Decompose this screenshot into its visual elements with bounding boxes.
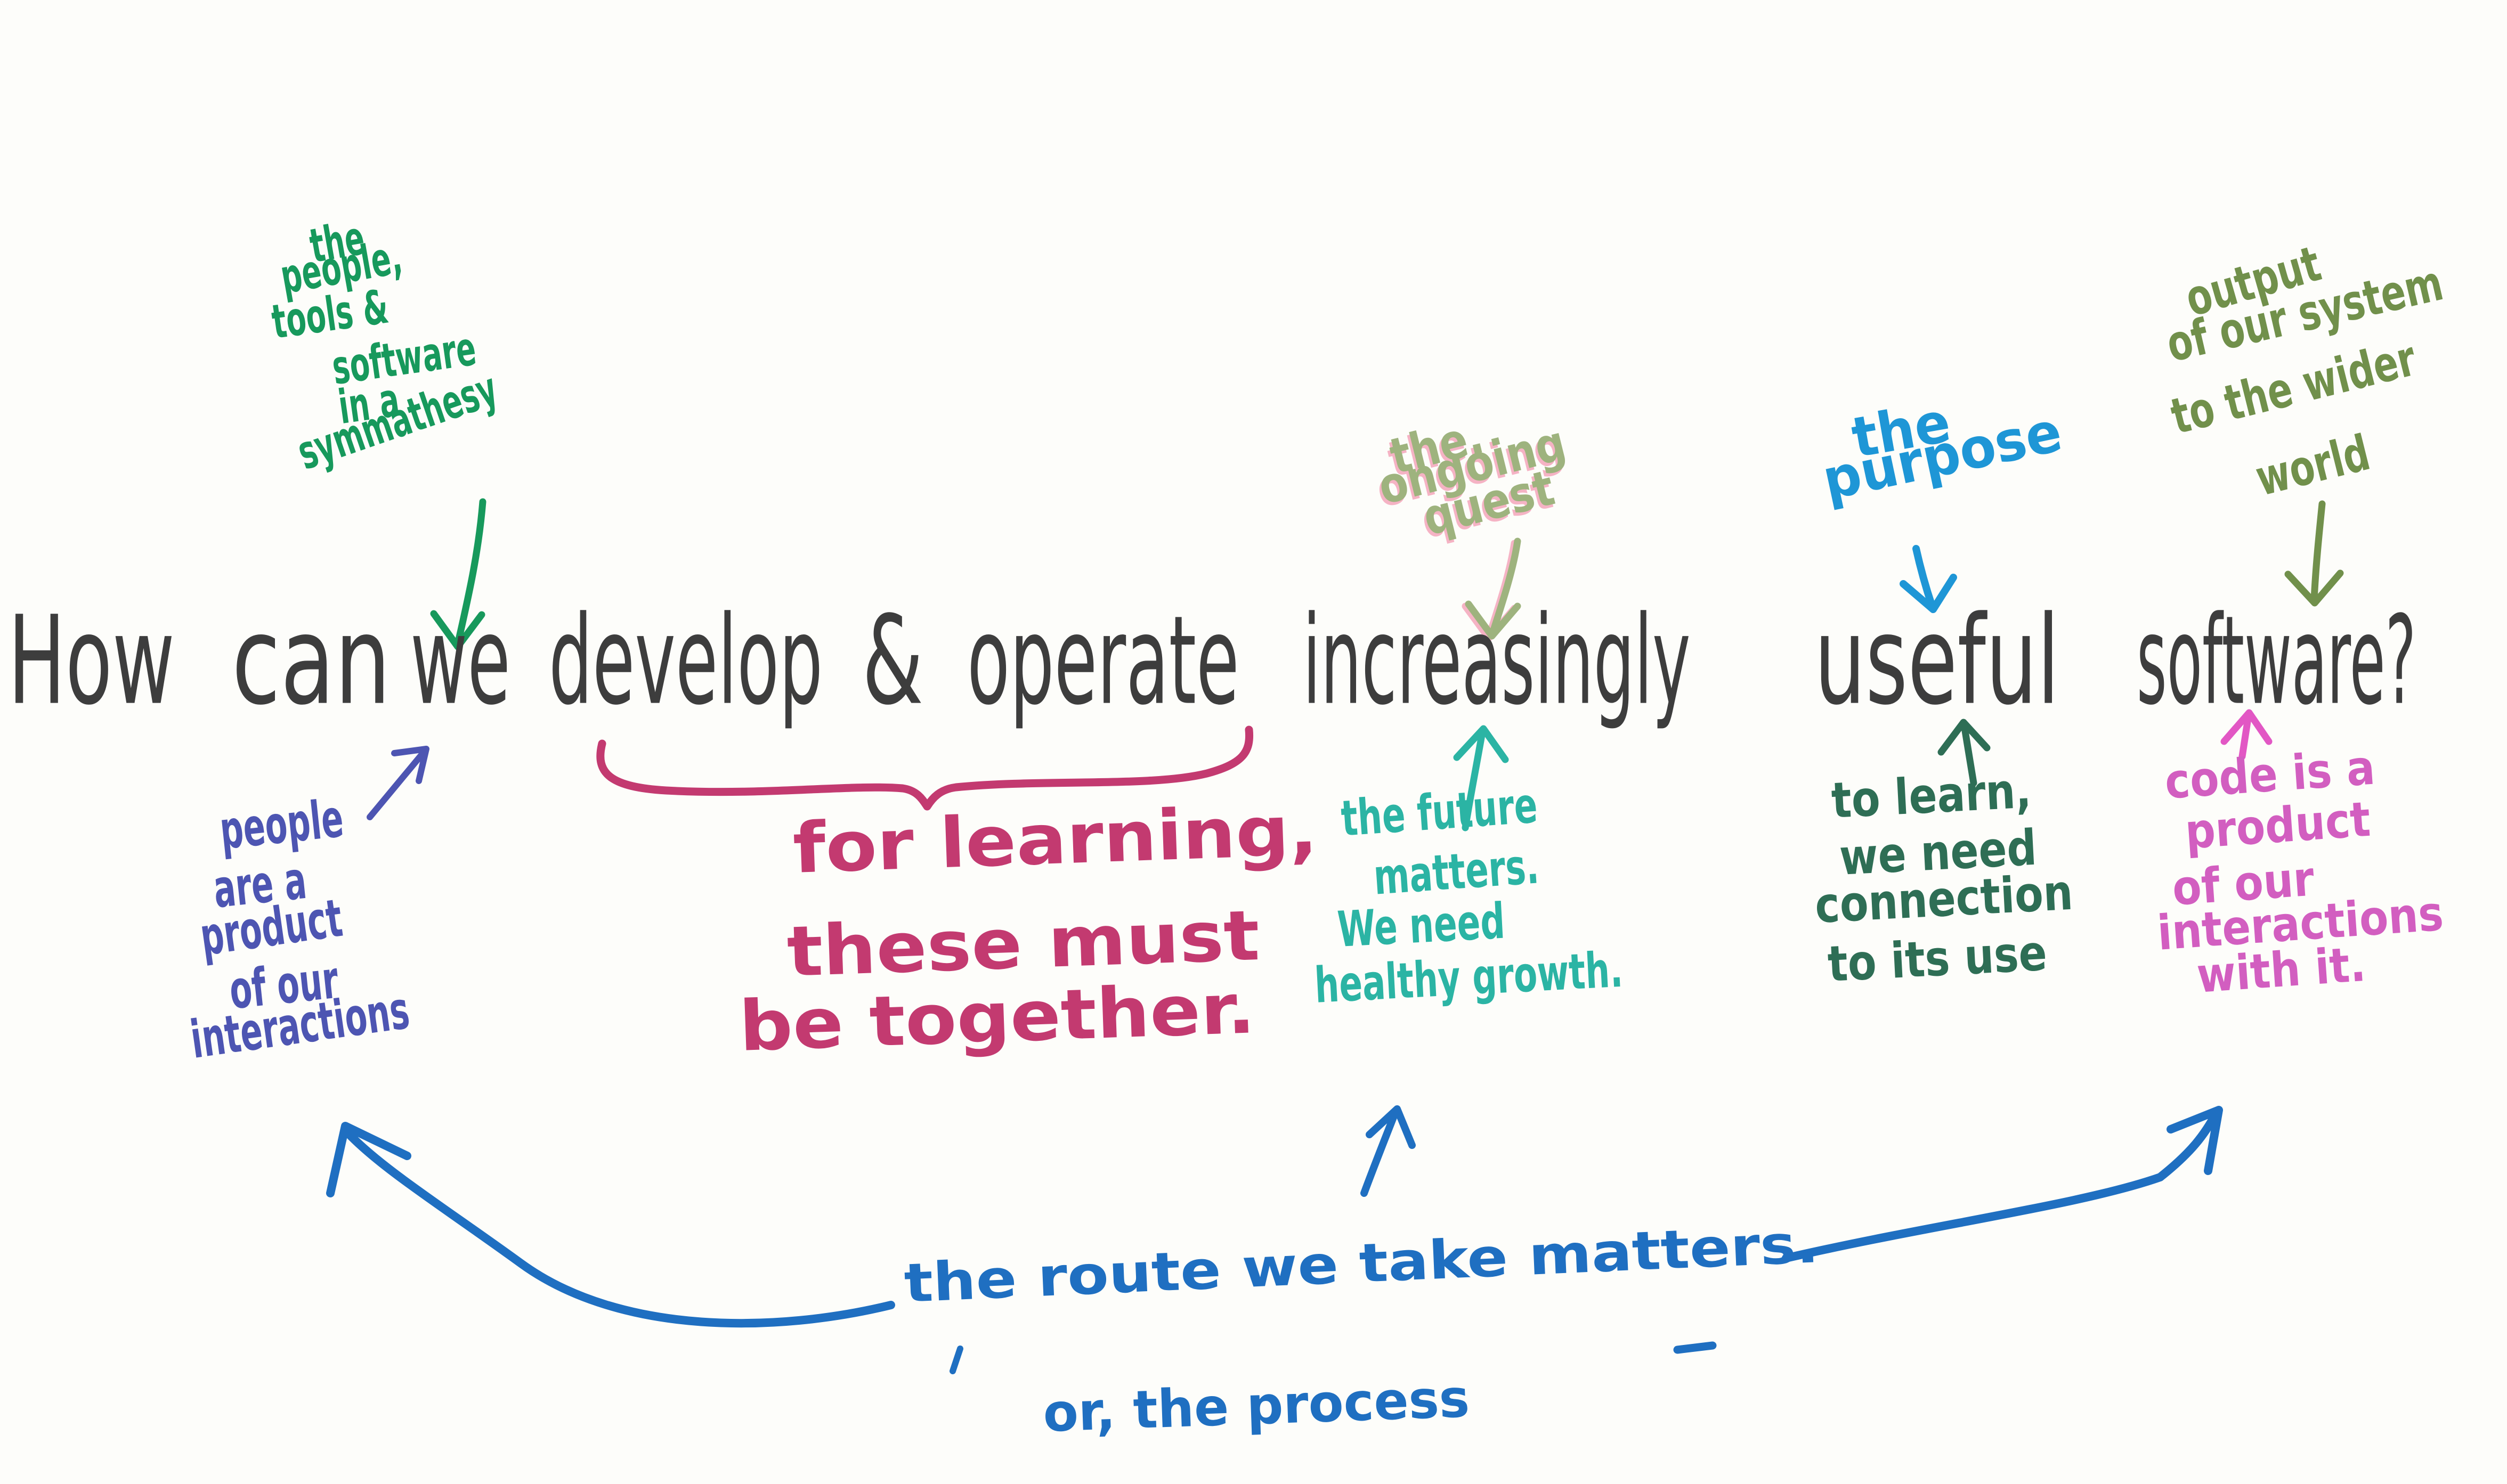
develop-operate-brace [596, 725, 1254, 811]
matters-dash [1673, 1341, 1717, 1354]
connection-note-line-0: to learn, [1830, 762, 2033, 829]
people-product-note-line-0: people [217, 788, 346, 862]
route-right-arrow [1782, 1106, 2223, 1262]
people-up-arrow [367, 746, 429, 820]
connection-note-line-3: to its use [1826, 924, 2049, 993]
purpose-down-arrow [1900, 545, 1957, 613]
for-learning-note-line-2: be together. [737, 968, 1257, 1067]
connection-note-line-2: connection [1813, 863, 2074, 934]
future-matters-note-line-1: matters. [1372, 837, 1541, 906]
headline-word-develop: develop [549, 590, 823, 732]
output-down-arrow [2284, 500, 2344, 607]
route-left-arrow [326, 1122, 895, 1328]
headline-word-can: can [232, 590, 391, 732]
future-matters-note-line-0: the future [1339, 777, 1539, 847]
headline-word-increasingly: increasingly [1303, 590, 1691, 732]
process-note-line-0: or, the process [1042, 1368, 1471, 1444]
headline-word-we: we [410, 590, 511, 732]
route-up-arrow [1360, 1105, 1416, 1197]
code-up-arrow [2220, 709, 2273, 760]
headline-word-software: software? [2137, 590, 2416, 732]
future-up-arrow [1453, 725, 1509, 831]
symmathesy-down-arrow [430, 498, 486, 650]
headline-word-: & [862, 590, 924, 732]
headline-word-operate: operate [967, 590, 1239, 732]
future-matters-note-line-2: We need [1336, 892, 1506, 958]
or-tick [950, 1346, 963, 1374]
for-learning-note-line-0: for learning, [791, 789, 1319, 889]
code-product-note-line-4: with it. [2195, 936, 2368, 1004]
headline-word-useful: useful [1814, 590, 2060, 732]
code-product-note-line-1: product [2183, 791, 2372, 860]
connection-up-arrow [1937, 719, 1991, 787]
headline-word-how: How [8, 590, 175, 732]
quest-down-arrow [1465, 537, 1521, 640]
